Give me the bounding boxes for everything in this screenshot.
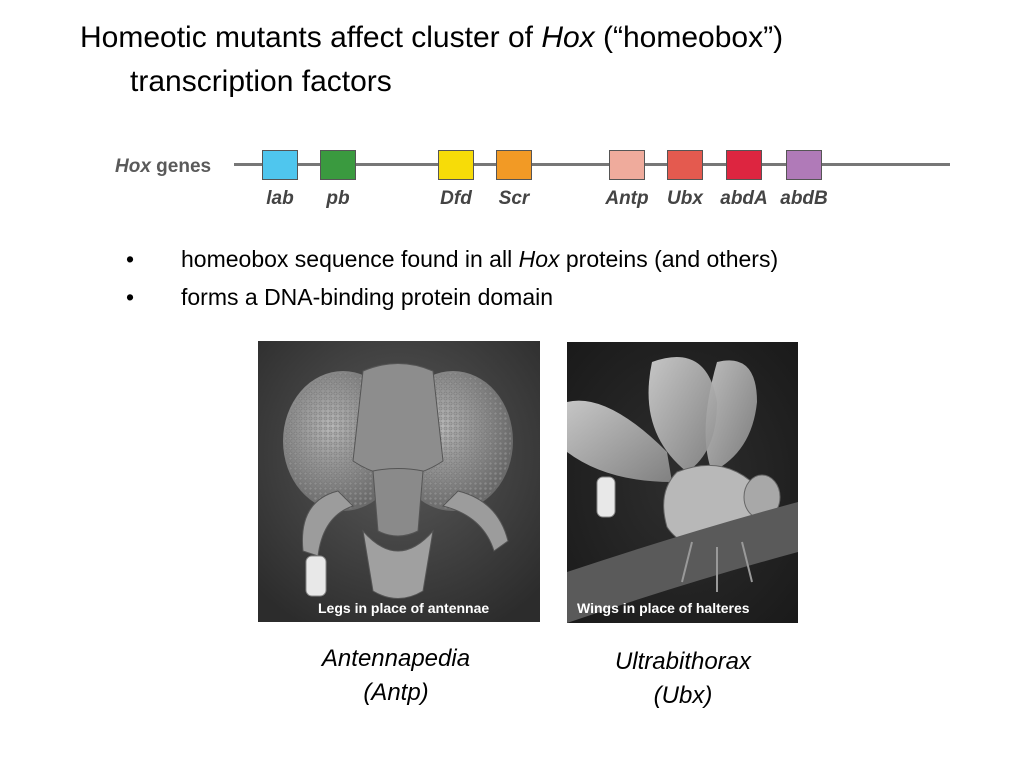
bullet-1-hox: Hox — [518, 246, 560, 272]
bullet-text-2: forms a DNA-binding protein domain — [181, 284, 554, 310]
title-text-1: Homeotic mutants affect cluster of — [80, 21, 542, 54]
antennapedia-photo: Legs in place of antennae — [258, 341, 540, 622]
bullet-marker: • — [126, 284, 135, 310]
gene-label-abdb: abdB — [780, 188, 828, 209]
bullet-1-text-b: proteins (and others) — [559, 246, 779, 272]
gene-box-ubx — [667, 150, 703, 180]
antp-name: Antennapedia — [321, 645, 471, 672]
ubx-label: Ultrabithorax (Ubx) — [583, 645, 783, 713]
gene-box-abda — [726, 150, 762, 180]
gene-box-scr — [496, 150, 532, 180]
title-text-2: (“homeobox”) — [594, 21, 784, 54]
bullet-1-text-a: homeobox sequence found in all — [181, 246, 519, 272]
slide-title: Homeotic mutants affect cluster of Hox (… — [80, 16, 980, 104]
title-line-2: transcription factors — [130, 65, 392, 98]
bullet-marker: • — [126, 246, 135, 272]
chromosome-line — [234, 163, 950, 166]
left-photo-caption: Legs in place of antennae — [318, 600, 489, 616]
bullet-text-1: homeobox sequence found in all Hox prote… — [181, 240, 778, 278]
antp-label: Antennapedia (Antp) — [296, 642, 496, 710]
gene-box-abdb — [786, 150, 822, 180]
gene-label-scr: Scr — [498, 188, 530, 209]
bullet-list: • homeobox sequence found in all Hox pro… — [126, 240, 778, 316]
right-photo-caption: Wings in place of halteres — [577, 600, 750, 616]
hand-pointer-icon — [305, 555, 327, 597]
gene-label-ubx: Ubx — [667, 188, 703, 209]
gene-box-pb — [320, 150, 356, 180]
gene-box-dfd — [438, 150, 474, 180]
antp-abbr: (Antp) — [363, 679, 429, 706]
gene-label-pb: pb — [326, 188, 350, 209]
hand-pointer-icon — [596, 476, 616, 518]
four-winged-fly-image: Wings in place of halteres — [567, 342, 798, 623]
hox-genes-label: Hox genes — [115, 156, 211, 178]
gene-label-abda: abdA — [720, 188, 768, 209]
ubx-name: Ultrabithorax — [614, 648, 752, 675]
gene-label-dfd: Dfd — [440, 188, 472, 209]
gene-box-antp — [609, 150, 645, 180]
gene-box-lab — [262, 150, 298, 180]
bullet-item-2: • forms a DNA-binding protein domain — [126, 278, 778, 316]
ultrabithorax-photo: Wings in place of halteres — [567, 342, 798, 623]
fly-head-image: Legs in place of antennae — [258, 341, 540, 622]
hox-label-rest: genes — [150, 156, 212, 177]
bullet-item-1: • homeobox sequence found in all Hox pro… — [126, 240, 778, 278]
ubx-abbr: (Ubx) — [653, 682, 713, 709]
gene-label-lab: lab — [266, 188, 294, 209]
title-hox: Hox — [541, 21, 595, 54]
gene-label-antp: Antp — [605, 188, 649, 209]
hox-label-italic: Hox — [115, 156, 151, 177]
